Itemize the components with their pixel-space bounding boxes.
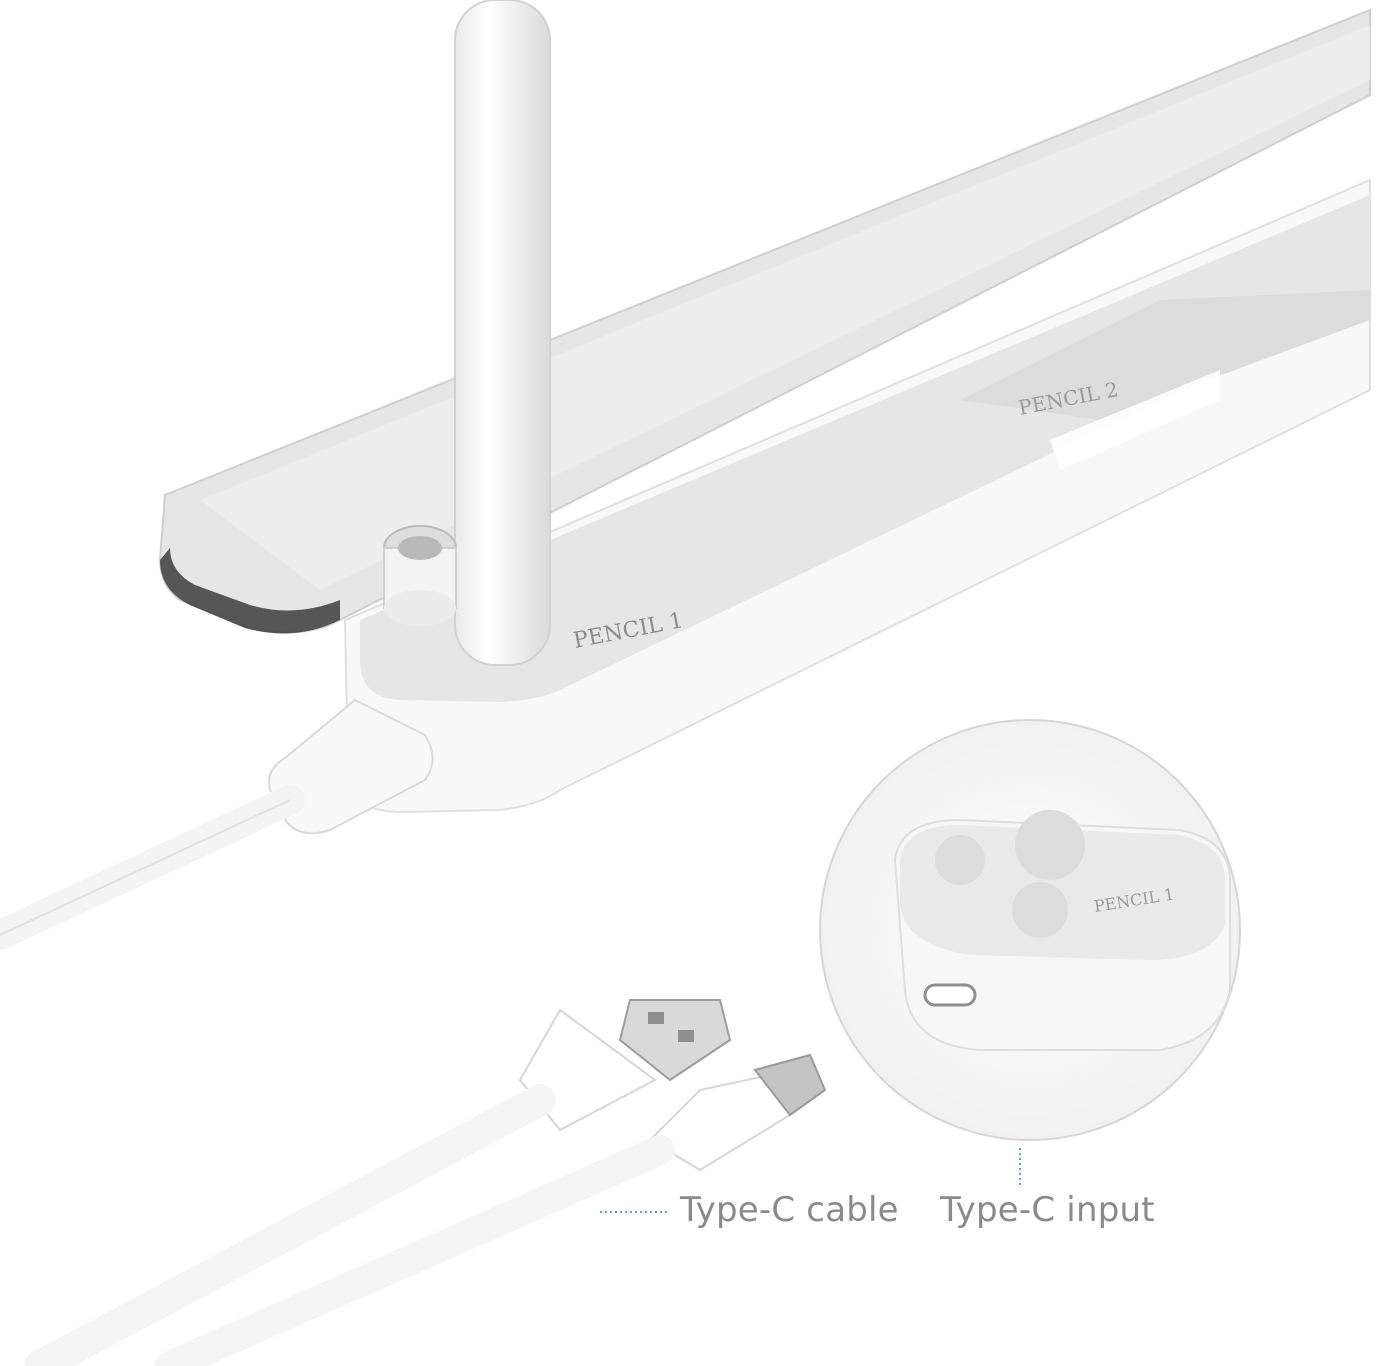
pencil-cap bbox=[383, 525, 457, 626]
charging-cable bbox=[0, 698, 434, 950]
type-c-cable-caption: Type-C cable bbox=[680, 1190, 899, 1230]
type-c-input-caption: Type-C input bbox=[940, 1190, 1155, 1230]
type-c-input-inset: PENCIL 1 bbox=[819, 719, 1241, 1141]
usb-a-plug bbox=[24, 999, 732, 1366]
usb-c-plug bbox=[155, 1053, 827, 1366]
pencil-upright bbox=[454, 0, 551, 666]
